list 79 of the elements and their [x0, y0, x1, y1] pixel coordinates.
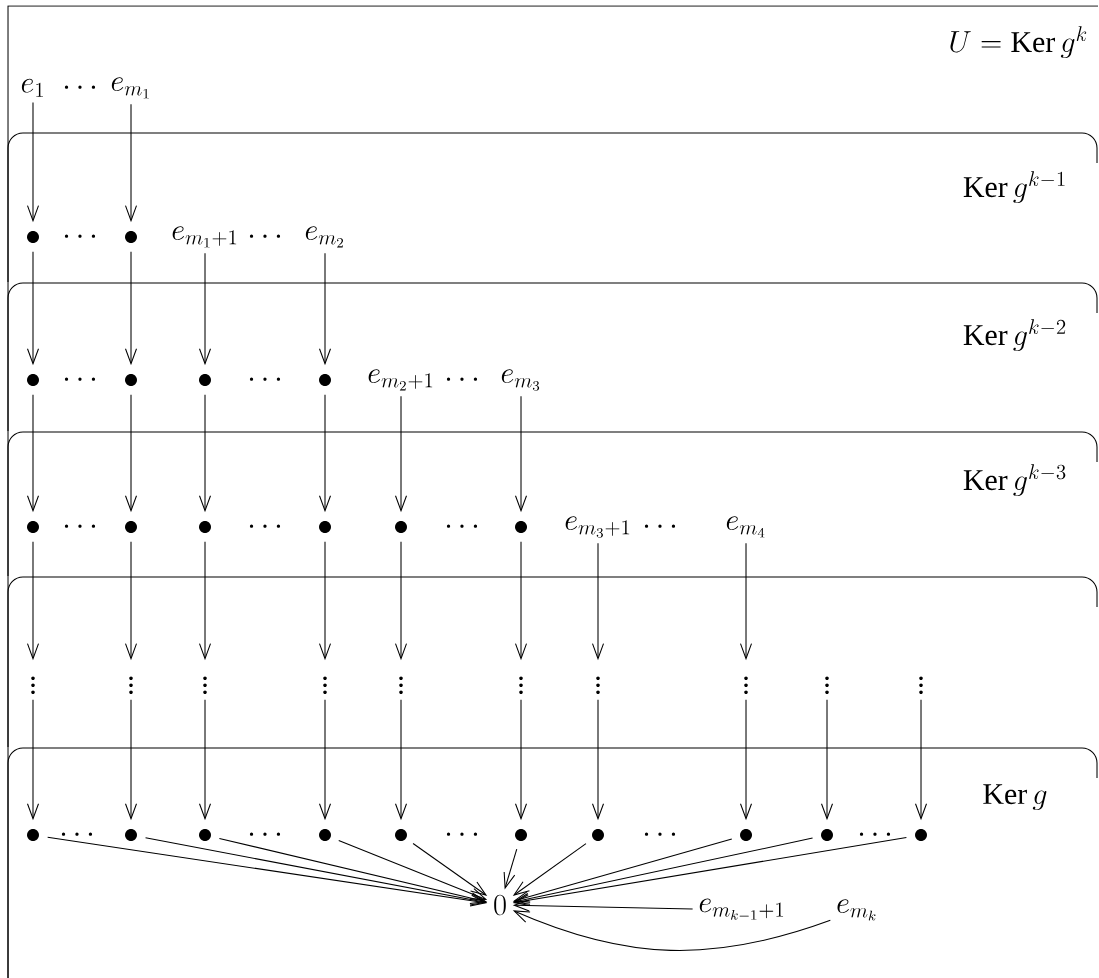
vertical-ellipsis: $\vdots$: [129, 676, 133, 695]
arrow: [26, 541, 40, 661]
ellipsis: $\cdots$: [249, 377, 281, 381]
arrow: [26, 102, 40, 223]
arrow: [218, 837, 488, 905]
arrow: [124, 394, 138, 513]
ellipsis: $\cdots$: [64, 234, 96, 238]
arrow: [395, 699, 408, 821]
vertical-ellipsis: $\vdots$: [399, 676, 403, 695]
arrow: [512, 899, 694, 912]
region-band: [7, 576, 1098, 748]
arrow: [412, 843, 488, 896]
arrow: [514, 395, 528, 513]
arrow: [821, 699, 834, 821]
arrow: [26, 394, 40, 513]
arrow: [512, 838, 733, 903]
arrow: [124, 251, 138, 366]
arrow: [338, 839, 488, 900]
arrow: [740, 699, 753, 821]
ellipsis: $\cdots$: [249, 832, 281, 836]
arrow: [503, 848, 518, 890]
arrow: [395, 395, 408, 513]
vertical-ellipsis: $\vdots$: [744, 676, 748, 695]
arrow: [198, 252, 212, 366]
ellipsis: $\cdots$: [64, 377, 96, 381]
basis-vector-label: $e_{m_{k-1}+1}$: [699, 898, 784, 920]
arrow: [26, 251, 40, 366]
arrow: [198, 699, 212, 821]
ellipsis: $\cdots$: [644, 524, 676, 528]
basis-vector-label: $e_{m_4}$: [726, 516, 765, 538]
vertical-ellipsis: $\vdots$: [31, 676, 35, 695]
ellipsis: $\cdots$: [64, 524, 96, 528]
arrow: [198, 394, 212, 513]
vertical-ellipsis: $\vdots$: [323, 676, 327, 695]
arrow: [592, 542, 605, 661]
arrow: [740, 542, 753, 661]
basis-vector-label: $e_{m_3+1}$: [565, 516, 630, 538]
vertical-ellipsis: $\vdots$: [919, 676, 923, 695]
basis-vector-label: $e_{m_3}$: [501, 369, 540, 391]
arrow: [318, 699, 332, 821]
ellipsis: $\cdots$: [644, 832, 676, 836]
ellipsis: $\cdots$: [249, 234, 281, 238]
arrow: [512, 837, 814, 905]
basis-vector-label: $e_{m_1}$: [111, 77, 149, 99]
zero-label: $0$: [494, 894, 506, 916]
vertical-ellipsis: $\vdots$: [203, 676, 207, 695]
ellipsis: $\cdots$: [446, 832, 478, 836]
ellipsis: $\cdots$: [64, 85, 96, 89]
arrow: [915, 699, 928, 821]
arrow: [512, 843, 587, 896]
arrow: [514, 699, 528, 821]
vertical-ellipsis: $\vdots$: [825, 676, 829, 695]
arrow: [47, 836, 488, 907]
ellipsis: $\cdots$: [446, 524, 478, 528]
vertical-ellipsis: $\vdots$: [596, 676, 600, 695]
basis-vector-label: $e_{m_1+1}$: [172, 226, 237, 248]
arrow: [318, 252, 332, 366]
arrow: [514, 541, 528, 661]
ellipsis: $\cdots$: [249, 524, 281, 528]
arrow: [124, 541, 138, 661]
arrow: [198, 541, 212, 661]
arrow: [512, 910, 831, 951]
basis-vector-label: $e_{m_k}$: [837, 899, 876, 921]
arrow: [318, 541, 332, 661]
arrow: [318, 394, 332, 513]
basis-vector-label: $e_1$: [21, 78, 43, 97]
vertical-ellipsis: $\vdots$: [519, 676, 523, 695]
arrow: [512, 836, 907, 907]
ellipsis: $\cdots$: [61, 832, 93, 836]
arrow: [124, 699, 138, 821]
arrow: [124, 103, 138, 223]
arrow: [395, 541, 408, 661]
ellipsis: $\cdots$: [446, 377, 478, 381]
basis-vector-label: $e_{m_2}$: [305, 226, 343, 248]
ellipsis: $\cdots$: [859, 832, 891, 836]
arrow: [592, 699, 605, 821]
arrow: [26, 699, 40, 821]
basis-vector-label: $e_{m_2+1}$: [368, 369, 433, 391]
arrow: [145, 837, 488, 906]
